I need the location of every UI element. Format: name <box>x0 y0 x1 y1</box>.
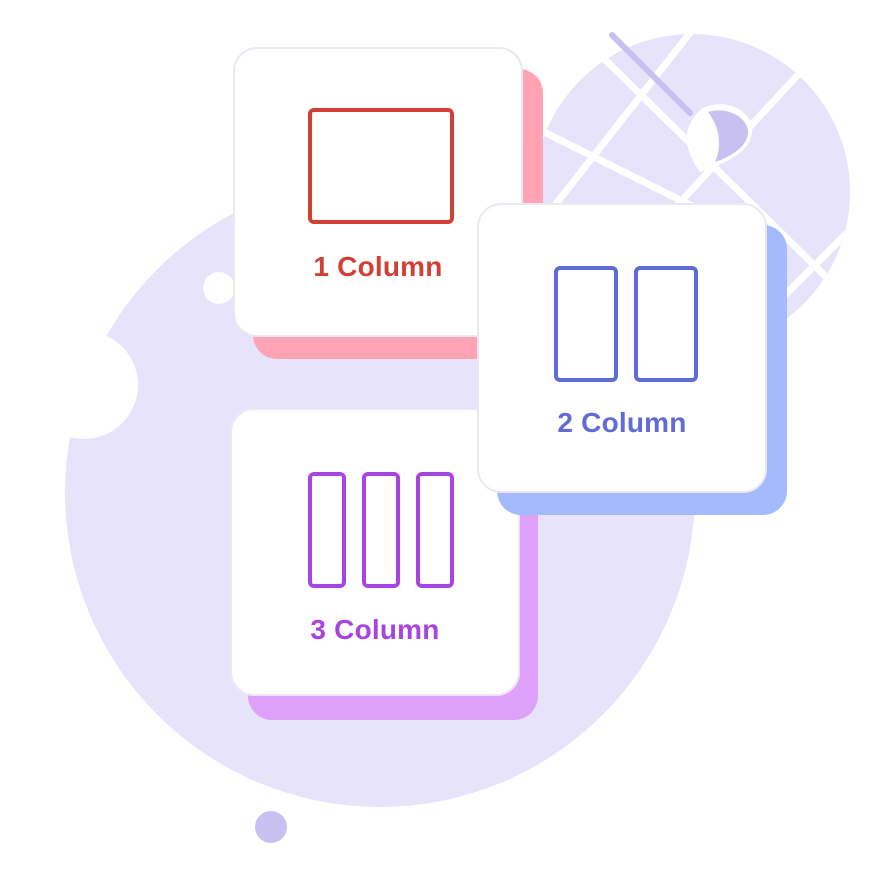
map-pin-icon <box>686 104 752 172</box>
two-column-card[interactable]: 2 Column <box>477 203 767 493</box>
blob-cutout-small <box>203 272 235 304</box>
three-column-label: 3 Column <box>310 614 440 645</box>
map-route-line <box>609 32 693 116</box>
three-column-layout-icon <box>308 472 454 588</box>
decor-dot <box>255 811 287 843</box>
one-column-option[interactable]: 1 Column <box>233 47 543 359</box>
three-column-option[interactable]: 3 Column <box>230 408 540 720</box>
one-column-layout-icon <box>308 108 454 224</box>
three-column-card[interactable]: 3 Column <box>230 408 520 696</box>
two-column-layout-icon <box>554 266 698 382</box>
one-column-label: 1 Column <box>313 251 443 282</box>
two-column-option[interactable]: 2 Column <box>477 203 787 515</box>
two-column-label: 2 Column <box>557 407 687 438</box>
one-column-card[interactable]: 1 Column <box>233 47 523 337</box>
blob-cutout-left <box>30 331 138 439</box>
